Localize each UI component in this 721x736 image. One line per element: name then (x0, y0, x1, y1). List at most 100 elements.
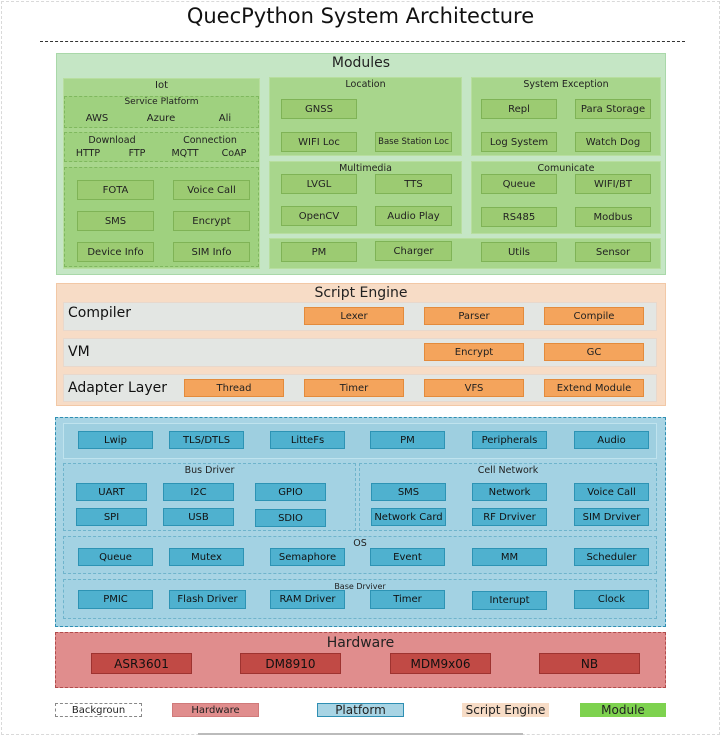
semaphore-block: Semaphore (270, 548, 345, 566)
scheduler-block: Scheduler (574, 548, 649, 566)
legend-hardware: Hardware (172, 703, 259, 717)
platform-pm-block: PM (370, 431, 445, 449)
legend-platform: Platform (317, 703, 404, 717)
mm-block: MM (472, 548, 547, 566)
gpio-block: GPIO (255, 483, 326, 501)
clock-block: Clock (574, 590, 649, 609)
location-header: Location (345, 79, 386, 90)
network-block: Network (472, 483, 547, 501)
spi-block: SPI (76, 508, 147, 526)
sms-block: SMS (77, 211, 154, 231)
os-queue-block: Queue (78, 548, 153, 566)
tls-dtls-block: TLS/DTLS (169, 431, 244, 449)
protocol-http: HTTP (75, 148, 101, 159)
pmic-block: PMIC (78, 590, 153, 609)
network-card-block: Network Card (371, 508, 446, 526)
sensor-block: Sensor (575, 242, 651, 262)
littefs-block: LitteFs (270, 431, 345, 449)
voice-call-block: Voice Call (173, 180, 250, 200)
bus-driver-header: Bus Driver (184, 465, 235, 476)
title-divider (40, 41, 685, 42)
os-group (63, 536, 657, 574)
utils-block: Utils (481, 242, 557, 262)
sdio-block: SDIO (255, 509, 326, 527)
iot-header: Iot (155, 80, 168, 91)
uart-block: UART (76, 483, 147, 501)
vm-row (63, 338, 657, 367)
parser-block: Parser (424, 307, 524, 325)
system-exception-header: System Exception (523, 79, 609, 90)
nb-block: NB (539, 653, 640, 674)
encrypt-block: Encrypt (173, 211, 250, 231)
communicate-header: Comunicate (537, 163, 595, 174)
cell-voice-call-block: Voice Call (574, 483, 649, 501)
hardware-header: Hardware (326, 635, 395, 651)
repl-block: Repl (481, 99, 557, 119)
base-driver-group (63, 579, 657, 619)
platform-top-panel (63, 423, 657, 459)
legend-module: Module (580, 703, 666, 717)
adapter-layer-label: Adapter Layer (68, 380, 168, 396)
vm-label: VM (68, 344, 90, 360)
service-ali: Ali (218, 113, 232, 124)
cell-network-header: Cell Network (477, 465, 539, 476)
wifi-loc-block: WIFI Loc (281, 132, 357, 152)
os-header: OS (353, 538, 367, 549)
protocol-coap: CoAP (221, 148, 247, 159)
ram-driver-block: RAM Driver (270, 590, 345, 609)
connection-label: Connection (183, 135, 237, 146)
vfs-block: VFS (424, 379, 524, 397)
lwip-block: Lwip (78, 431, 153, 449)
base-driver-header: Base Drviver (334, 582, 386, 591)
download-label: Download (88, 135, 136, 146)
flash-driver-block: Flash Driver (169, 590, 246, 609)
service-platform-label: Service Platform (124, 97, 199, 107)
service-aws: AWS (85, 113, 109, 124)
interrupt-block: Interupt (472, 591, 547, 610)
legend-background: Backgroun (55, 703, 142, 717)
multimedia-header: Multimedia (339, 163, 392, 174)
log-system-block: Log System (481, 132, 557, 152)
sim-driver-block: SIM Drviver (574, 508, 649, 526)
download-connection-group (64, 132, 259, 162)
vm-encrypt-block: Encrypt (424, 343, 524, 361)
service-azure: Azure (146, 113, 176, 124)
modules-header: Modules (331, 55, 391, 71)
protocol-ftp: FTP (128, 148, 146, 159)
protocol-mqtt: MQTT (171, 148, 199, 159)
fota-block: FOTA (77, 180, 154, 200)
lvgl-block: LVGL (281, 174, 357, 194)
para-storage-block: Para Storage (575, 99, 651, 119)
service-platform-group (64, 96, 259, 128)
charger-block: Charger (375, 241, 452, 261)
gc-block: GC (544, 343, 644, 361)
audio-play-block: Audio Play (375, 206, 452, 226)
asr3601-block: ASR3601 (91, 653, 192, 674)
extend-module-block: Extend Module (544, 379, 644, 397)
rs485-block: RS485 (481, 207, 557, 227)
base-timer-block: Timer (370, 590, 445, 609)
device-info-block: Device Info (77, 242, 154, 262)
dm8910-block: DM8910 (240, 653, 341, 674)
pm-block: PM (281, 242, 357, 262)
mutex-block: Mutex (169, 548, 244, 566)
sim-info-block: SIM Info (173, 242, 250, 262)
timer-block: Timer (304, 379, 404, 397)
bottom-scroll-bar (198, 733, 523, 735)
thread-block: Thread (184, 379, 284, 397)
i2c-block: I2C (163, 483, 234, 501)
mdm9x06-block: MDM9x06 (390, 653, 491, 674)
base-station-loc-block: Base Station Loc (375, 132, 452, 152)
peripherals-block: Peripherals (472, 431, 547, 449)
diagram-title: QuecPython System Architecture (186, 4, 535, 28)
usb-block: USB (163, 508, 234, 526)
tts-block: TTS (375, 174, 452, 194)
cell-sms-block: SMS (371, 483, 446, 501)
legend-script-engine: Script Engine (462, 703, 549, 717)
rf-driver-block: RF Drviver (472, 508, 547, 526)
script-engine-header: Script Engine (314, 285, 408, 301)
wifi-bt-block: WIFI/BT (575, 174, 651, 194)
queue-block: Queue (481, 174, 557, 194)
lexer-block: Lexer (304, 307, 404, 325)
compiler-label: Compiler (68, 305, 132, 321)
